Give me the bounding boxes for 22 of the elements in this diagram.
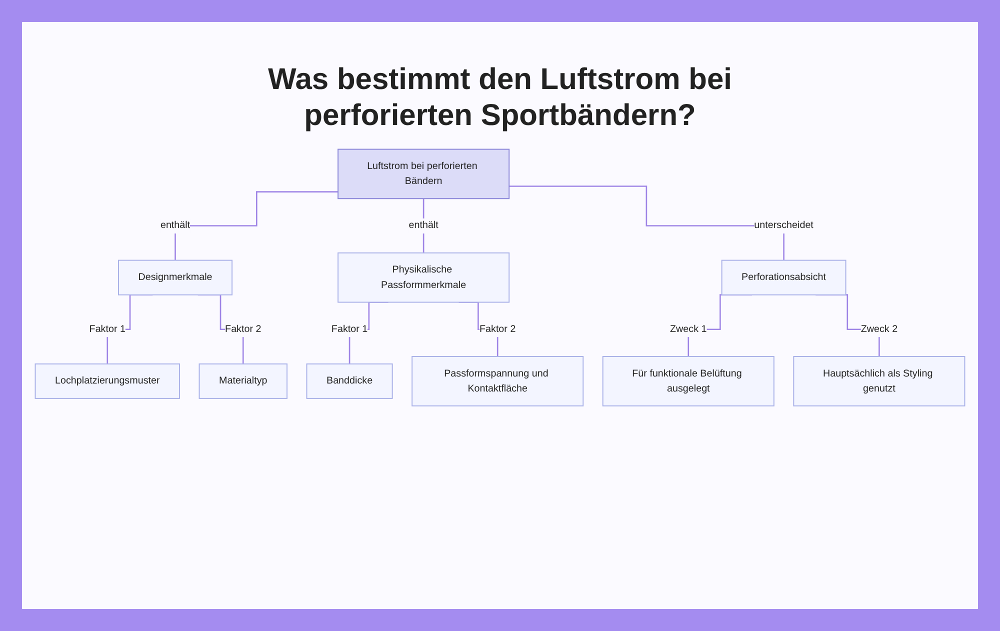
node-box: Materialtyp bbox=[198, 363, 288, 399]
node-box: Physikalische Passformmerkmale bbox=[338, 252, 510, 303]
edge-label: Faktor 1 bbox=[89, 323, 126, 334]
node-box: Luftstrom bei perforierten Bändern bbox=[338, 148, 510, 200]
edge-label: Faktor 2 bbox=[225, 323, 262, 334]
node-box: Hauptsächlich als Styling genutzt bbox=[793, 356, 966, 406]
edge-label: Faktor 2 bbox=[479, 323, 516, 334]
edge-label: Zweck 2 bbox=[860, 323, 898, 334]
connector bbox=[174, 191, 338, 261]
edge-label: unterscheidet bbox=[754, 220, 814, 231]
connector bbox=[509, 186, 784, 261]
edge-label: Zweck 1 bbox=[670, 323, 707, 334]
node-box: Für funktionale Belüftung ausgelegt bbox=[602, 356, 774, 406]
edge-label: enthält bbox=[160, 220, 190, 231]
edge-label: enthält bbox=[408, 220, 438, 231]
node-box: Designmerkmale bbox=[118, 260, 233, 296]
node-box: Lochplatzierungsmuster bbox=[34, 363, 180, 399]
edge-label: Faktor 1 bbox=[331, 323, 368, 334]
node-box: Perforationsabsicht bbox=[721, 260, 846, 296]
diagram-title: Was bestimmt den Luftstrom bei perforierten Sportbändern? bbox=[267, 62, 733, 134]
node-box: Banddicke bbox=[306, 363, 393, 399]
node-box: Passformspannung und Kontaktfläche bbox=[412, 356, 584, 406]
